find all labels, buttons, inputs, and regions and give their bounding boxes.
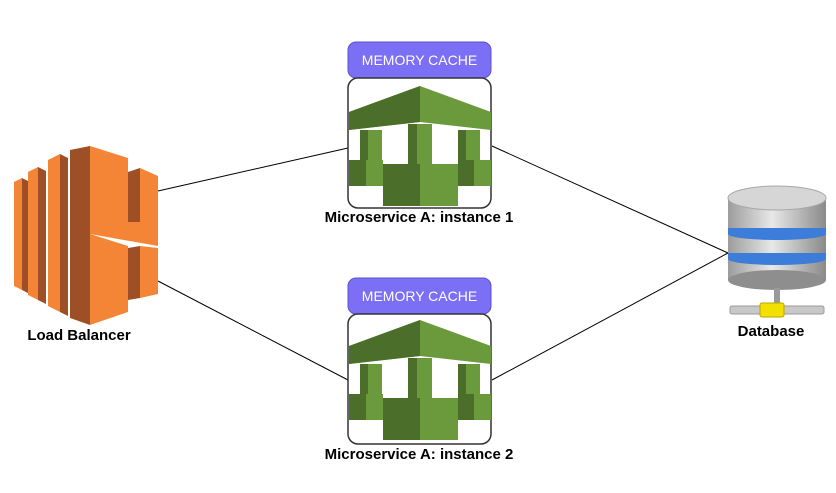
load-balancer-icon <box>14 146 158 325</box>
container-service-icon <box>349 86 491 206</box>
memory-cache-label: MEMORY CACHE <box>362 52 477 68</box>
memory-cache-badge: MEMORY CACHE <box>347 277 492 315</box>
database-label: Database <box>738 323 805 340</box>
load-balancer-label: Load Balancer <box>27 327 131 344</box>
instance-1-label: Microservice A: instance 1 <box>325 209 514 226</box>
connector-lb-to-instance-1 <box>157 147 349 192</box>
memory-cache-label: MEMORY CACHE <box>362 288 477 304</box>
connectors <box>157 145 729 381</box>
connector-lb-to-instance-2 <box>157 280 349 381</box>
database-icon <box>727 185 827 318</box>
container-service-icon <box>349 320 491 440</box>
memory-cache-badge: MEMORY CACHE <box>347 41 492 79</box>
connector-instance-1-to-db <box>491 145 729 254</box>
microservice-instance-1: MEMORY CACHE Microservice A: instance 1 <box>325 41 514 226</box>
connector-instance-2-to-db <box>491 252 729 381</box>
instance-2-label: Microservice A: instance 2 <box>325 446 514 463</box>
microservice-instance-2: MEMORY CACHE Microservice A: instance 2 <box>325 277 514 463</box>
